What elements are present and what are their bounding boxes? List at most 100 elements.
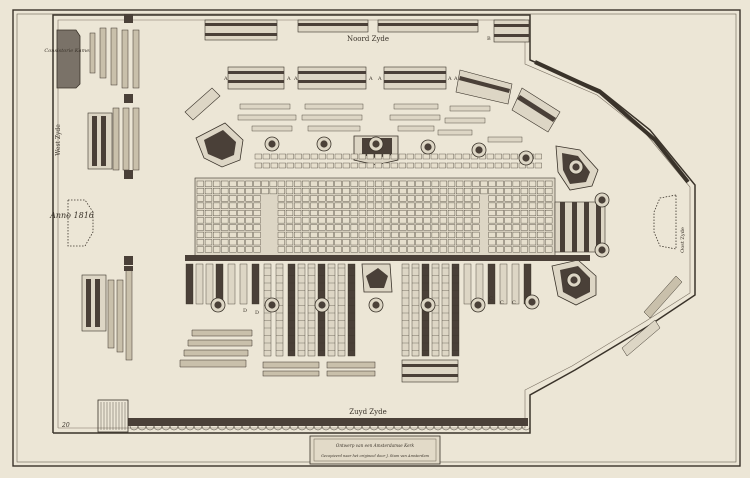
seat (277, 231, 285, 238)
seat-strip (437, 129, 473, 136)
seat (310, 246, 318, 253)
seat-strip (444, 117, 486, 124)
seat (390, 162, 398, 169)
seat (496, 246, 504, 253)
seat-strip (487, 136, 523, 143)
seat (253, 224, 261, 231)
arch (265, 425, 275, 431)
seat (415, 180, 423, 187)
seat (520, 231, 528, 238)
seat (285, 239, 294, 246)
seat (464, 188, 472, 195)
seat (399, 231, 407, 238)
seat (253, 246, 261, 253)
column-core (570, 276, 578, 284)
letter-a2: A (286, 76, 291, 82)
seat (439, 239, 447, 246)
seat (213, 246, 221, 253)
seat-strip (393, 103, 439, 110)
handwritten-note: Anno 1816 (49, 211, 94, 220)
seat (204, 246, 213, 253)
column-core (372, 301, 380, 309)
arch (153, 425, 163, 431)
seat (196, 195, 204, 202)
seat (221, 210, 229, 216)
seat (375, 202, 383, 209)
seat (520, 195, 528, 202)
seat (512, 180, 520, 187)
seat (520, 217, 528, 224)
seat (431, 180, 439, 187)
seat (221, 195, 229, 202)
pew (511, 263, 520, 305)
seat (221, 239, 229, 246)
seat (302, 153, 310, 160)
seat (406, 162, 414, 169)
seat (318, 217, 326, 224)
seat (512, 202, 520, 209)
seat (446, 162, 454, 169)
seat (237, 188, 245, 195)
seat (407, 217, 415, 224)
seat (488, 217, 496, 224)
seat (342, 217, 350, 224)
seat (350, 188, 358, 195)
seat (310, 202, 318, 209)
seat (488, 239, 496, 246)
seat (294, 239, 302, 246)
seat (245, 231, 253, 238)
seat (528, 231, 537, 238)
seat (294, 231, 302, 238)
seat (350, 162, 358, 169)
seat (358, 210, 366, 216)
seat (512, 195, 520, 202)
seat (342, 224, 350, 231)
seat (472, 239, 480, 246)
seat (310, 210, 318, 216)
seat (237, 246, 245, 253)
seat (439, 202, 447, 209)
seat (213, 239, 221, 246)
seat (261, 180, 269, 187)
pew (411, 263, 420, 357)
seat (438, 153, 446, 160)
seat (366, 162, 374, 169)
seat (326, 210, 334, 216)
seat (326, 180, 334, 187)
seat (237, 210, 245, 216)
seat (285, 246, 294, 253)
letter-a6: A (447, 76, 452, 82)
seat (350, 224, 358, 231)
seat (528, 217, 537, 224)
seat (464, 224, 472, 231)
seat (196, 239, 204, 246)
seat-strip (239, 103, 291, 110)
seat (520, 224, 528, 231)
seat (245, 195, 253, 202)
seat (383, 224, 391, 231)
seat (245, 217, 253, 224)
seat (310, 231, 318, 238)
seat (520, 239, 528, 246)
seat (520, 246, 528, 253)
seat (472, 188, 480, 195)
seat (229, 202, 237, 209)
seat (326, 202, 334, 209)
seat (545, 231, 553, 238)
north-gallery-pews (184, 19, 561, 133)
seat (253, 202, 261, 209)
seat (391, 210, 399, 216)
arch (409, 425, 419, 431)
column-core (268, 140, 276, 148)
seat (310, 224, 318, 231)
arch (329, 425, 339, 431)
seat (294, 217, 302, 224)
seat (277, 217, 285, 224)
seat (213, 195, 221, 202)
seat (431, 231, 439, 238)
seat (237, 217, 245, 224)
seat (496, 239, 504, 246)
seat (245, 210, 253, 216)
seat (278, 162, 286, 169)
seat (391, 246, 399, 253)
